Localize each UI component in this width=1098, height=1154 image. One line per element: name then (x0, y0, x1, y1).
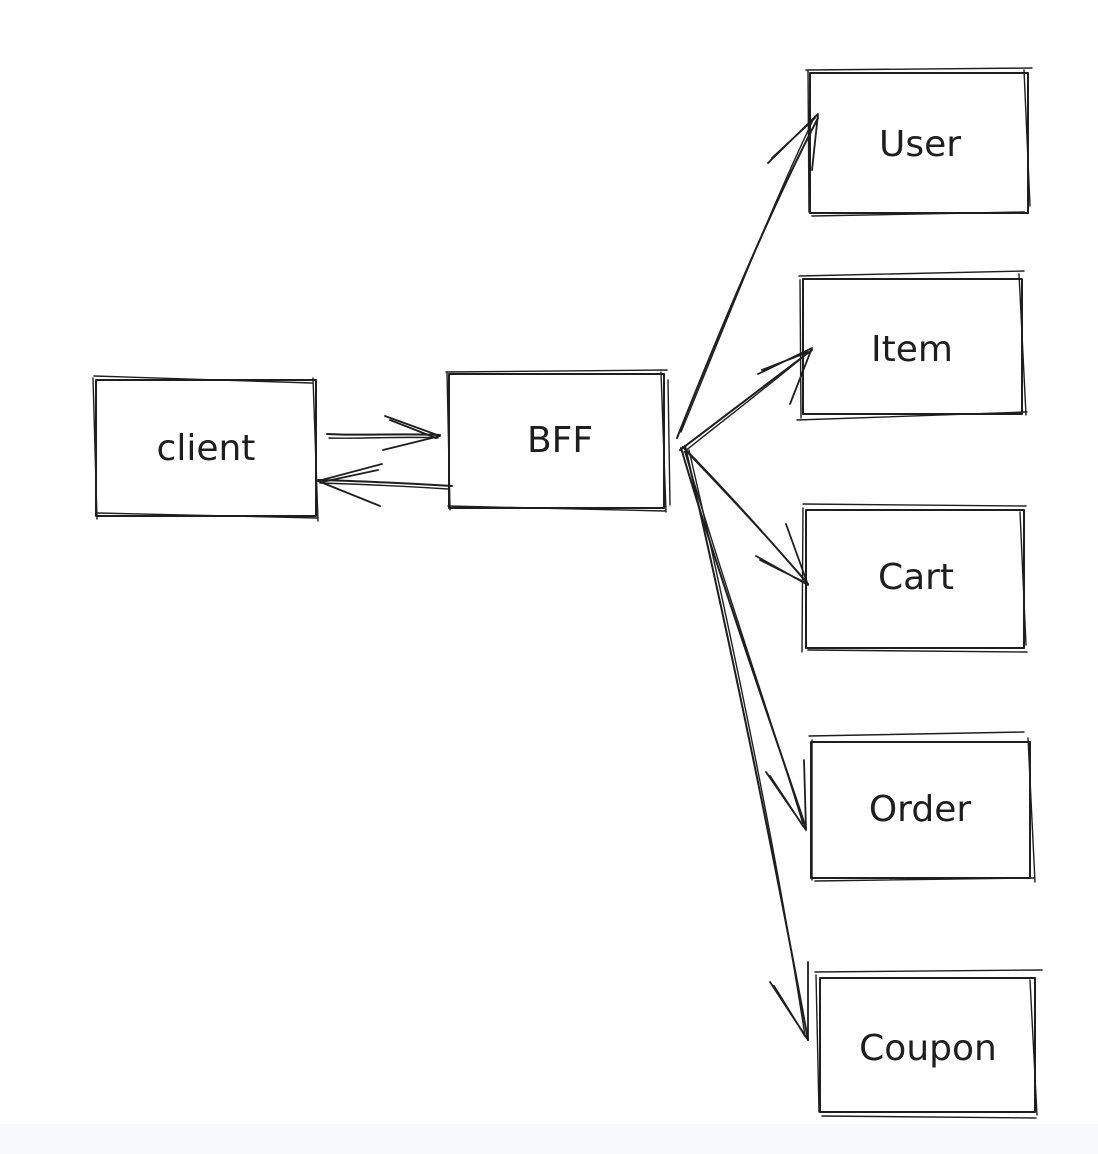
canvas-bottom-edge (0, 1124, 1098, 1154)
node-item[interactable]: Item (796, 270, 1028, 421)
node-coupon-box (814, 969, 1043, 1119)
node-bff[interactable]: BFF (445, 369, 671, 513)
node-cart-box (801, 503, 1028, 653)
node-cart-label: Cart (878, 557, 954, 598)
arrow-bff-to-item (679, 347, 813, 453)
node-client[interactable]: client (92, 375, 319, 522)
node-user-box (805, 67, 1033, 217)
arrow-client-to-bff (326, 415, 441, 451)
node-cart[interactable]: Cart (801, 503, 1028, 653)
node-item-label: Item (871, 329, 953, 370)
node-user[interactable]: User (805, 67, 1033, 217)
node-order-label: Order (869, 789, 972, 830)
node-order-box (808, 731, 1036, 883)
arrow-bff-to-cart (682, 446, 809, 586)
node-order[interactable]: Order (808, 731, 1036, 883)
node-client-label: client (157, 428, 256, 469)
arrow-bff-to-client (317, 463, 453, 507)
node-client-box (92, 375, 319, 522)
node-bff-label: BFF (527, 420, 593, 461)
arrow-bff-to-user (676, 113, 819, 439)
arrow-bff-to-coupon (684, 445, 809, 1041)
node-coupon[interactable]: Coupon (814, 969, 1043, 1119)
node-coupon-label: Coupon (859, 1028, 997, 1069)
node-bff-box (445, 369, 671, 513)
arrow-bff-to-order (680, 447, 807, 831)
node-user-label: User (879, 124, 961, 165)
